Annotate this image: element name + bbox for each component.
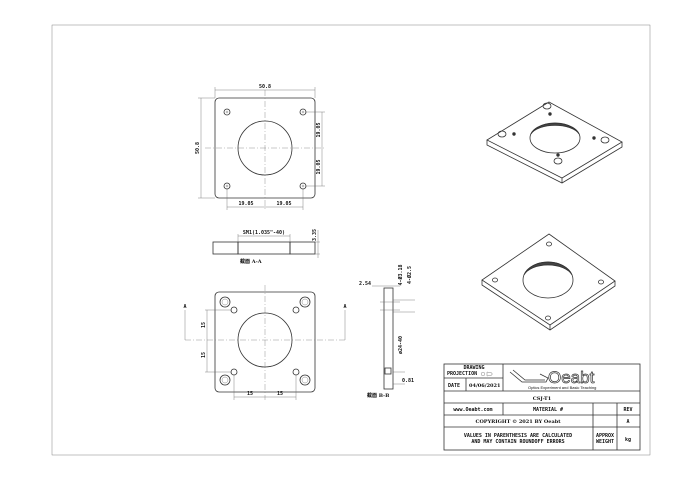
thread-dim: ø24-40: [398, 336, 404, 354]
dim-right-bottom: 19.05: [316, 159, 322, 174]
section-b-b: 2.54 4-Ø3.18 4-Ø2.5 ø24-40 0.81 截面 B-B: [359, 264, 415, 399]
dim-left-bottom: 15: [201, 352, 207, 358]
cut-label-right: A: [343, 304, 346, 310]
dim-left-top: 15: [201, 322, 207, 328]
rev-label: REV: [623, 407, 632, 413]
weight-unit: kg: [625, 437, 631, 443]
bottom-dim: 0.81: [402, 378, 414, 384]
isometric-view-bottom: [481, 233, 616, 331]
dim-bottom-right: 19.05: [276, 201, 291, 207]
website: www.Oeabt.com: [453, 407, 492, 413]
section-a-a: SM1(1.035"-40) 3.35 截面 A-A: [212, 229, 320, 265]
approx-label: APPROX: [596, 433, 614, 439]
thread-label: SM1(1.035"-40): [243, 230, 285, 236]
dim-width: 50.8: [259, 84, 271, 90]
isometric-view-top: [486, 101, 623, 184]
section-b-label: 截面 B-B: [367, 392, 389, 399]
dim-height: 50.8: [195, 142, 201, 154]
oeabt-logo: Oeabt Optics Experiment and Basic Teachi…: [509, 368, 596, 390]
weight-label: WEIGHT: [596, 439, 614, 445]
drawing-label: DRAWING: [463, 365, 484, 371]
projection-label: PROJECTION: [447, 371, 477, 377]
top-view: 50.8 50.8 19.05 19.05 19.05 19.05: [195, 84, 325, 210]
bottom-view: A A 15 15 15 15: [183, 285, 347, 400]
material-label: MATERIAL #: [533, 407, 563, 413]
date-label: DATE: [448, 383, 460, 389]
dim-bottom-left: 19.05: [238, 201, 253, 207]
logo-text: Oeabt: [548, 368, 595, 387]
cut-label-left: A: [183, 304, 186, 310]
top-dim: 2.54: [359, 281, 371, 287]
copyright: COPYRIGHT © 2021 BY Oeabt: [475, 418, 561, 425]
dim-bottom-right: 15: [277, 391, 283, 397]
dim-right-top: 19.05: [316, 122, 322, 137]
hole-dim-2: 4-Ø2.5: [406, 266, 413, 284]
hole-dim-1: 4-Ø3.18: [397, 264, 404, 285]
date-value: 04/06/2021: [469, 383, 500, 389]
rev-value: A: [626, 419, 629, 425]
part-number: CSJ-T1: [533, 396, 551, 402]
dim-bottom-left: 15: [247, 391, 253, 397]
thickness-dim: 3.35: [312, 229, 318, 241]
note-line-1: VALUES IN PARENTHESIS ARE CALCULATED: [464, 433, 572, 439]
section-a-label: 截面 A-A: [240, 258, 262, 265]
logo-tagline: Optics Experiment and Basic Teaching: [528, 385, 596, 390]
note-line-2: AND MAY CONTAIN ROUNDOFF ERRORS: [471, 439, 564, 445]
projection-symbol-icon: [481, 371, 493, 377]
drawing-frame: [51, 24, 651, 456]
title-block: DRAWING PROJECTION DATE 04/06/2021 Oeabt…: [443, 363, 641, 451]
